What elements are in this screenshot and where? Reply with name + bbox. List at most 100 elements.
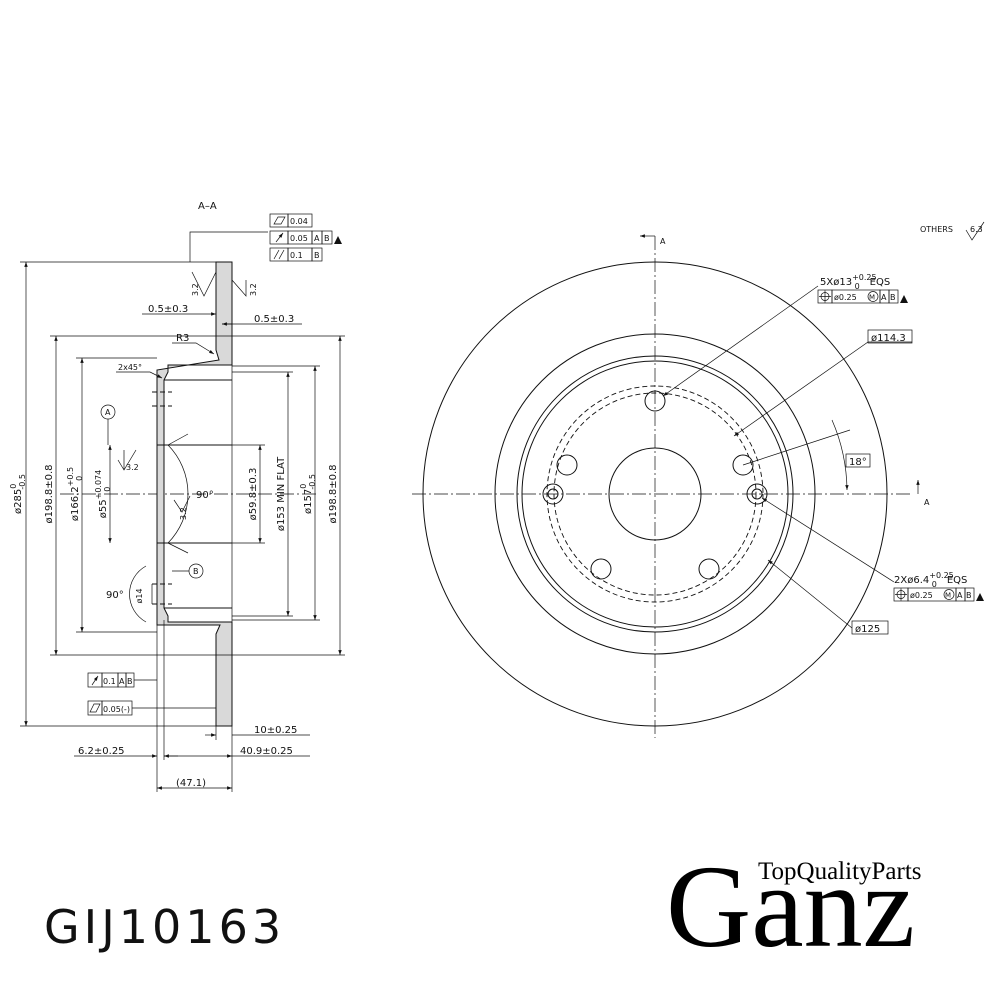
section-marker-top: A bbox=[660, 237, 666, 246]
others-value: 6.3 bbox=[970, 225, 983, 234]
hole-diameter-text: ø14 bbox=[135, 588, 144, 603]
svg-text:A: A bbox=[314, 234, 320, 243]
hole-pcd-circle bbox=[553, 392, 757, 596]
bolt-pcd-circle bbox=[546, 385, 764, 603]
dim-offset-right-text: 0.5±0.3 bbox=[254, 314, 294, 325]
bolt-hole bbox=[556, 454, 578, 476]
others-label: OTHERS bbox=[920, 225, 953, 234]
runout-icon bbox=[91, 675, 99, 686]
friction-inner-edge bbox=[494, 333, 816, 655]
svg-text:3.2: 3.2 bbox=[249, 283, 258, 296]
angle-18-text: 18° bbox=[849, 457, 867, 468]
dim-overall-text: (47.1) bbox=[176, 778, 206, 789]
small-pcd-text: ø125 bbox=[855, 624, 880, 635]
roughness-icon-left bbox=[191, 271, 217, 297]
gdt-bottom-frame-1: 0.1 A B bbox=[87, 672, 157, 688]
svg-text:0.05(-): 0.05(-) bbox=[103, 705, 130, 714]
svg-text:B: B bbox=[966, 591, 972, 600]
svg-text:A: A bbox=[957, 591, 963, 600]
locating-hole bbox=[746, 483, 768, 505]
chamfer-leader bbox=[116, 371, 163, 379]
svg-text:M: M bbox=[869, 294, 875, 302]
svg-text:ø0.25: ø0.25 bbox=[834, 293, 857, 302]
disc-outer-edge bbox=[422, 261, 888, 727]
datum-b-label: B bbox=[193, 567, 199, 576]
angle-upper-text: 90° bbox=[196, 490, 214, 501]
runout-icon bbox=[275, 232, 284, 243]
small-hole-leader bbox=[761, 497, 895, 583]
bolt-hole bbox=[644, 390, 666, 412]
svg-text:3.2: 3.2 bbox=[126, 463, 139, 472]
datum-triangle-icon bbox=[900, 295, 908, 303]
hat-outer-edge bbox=[516, 355, 794, 633]
section-marker-right: A bbox=[924, 498, 930, 507]
roughness-icon-hat bbox=[173, 495, 191, 513]
parallelism-icon bbox=[273, 249, 285, 260]
angle-18-frame bbox=[845, 453, 871, 468]
svg-text:0.05: 0.05 bbox=[290, 234, 308, 243]
bolt-hole bbox=[732, 454, 754, 476]
hat-edge bbox=[521, 360, 789, 628]
pcd-leader bbox=[733, 341, 869, 437]
brand-tagline: TopQualityParts bbox=[758, 858, 922, 885]
fillet-text: R3 bbox=[176, 333, 189, 344]
dim-thickness-text: 10±0.25 bbox=[254, 725, 297, 736]
dim-198-left-text: ø198.8±0.8 bbox=[44, 464, 55, 523]
bolt-hole bbox=[698, 558, 720, 580]
svg-text:0.1: 0.1 bbox=[290, 251, 303, 260]
svg-text:3.2: 3.2 bbox=[191, 283, 200, 296]
chamfer-text: 2x45° bbox=[118, 363, 142, 372]
dim-157-text: ø1570-0.5 bbox=[299, 474, 317, 514]
gdt-bottom-frame-2: 0.05(-) bbox=[87, 700, 216, 716]
pcd-frame bbox=[867, 329, 913, 344]
svg-text:0.04: 0.04 bbox=[290, 217, 308, 226]
dim-55-text: ø55+0.0740 bbox=[94, 470, 112, 518]
svg-text:A: A bbox=[881, 293, 887, 302]
bolt-hole-position-frame: ø0.25 M A B bbox=[817, 289, 908, 304]
bolt-hole bbox=[590, 558, 612, 580]
bolt-holes bbox=[556, 390, 754, 580]
fillet-leader bbox=[172, 342, 215, 355]
gdt-top-leader bbox=[189, 231, 268, 262]
small-hole-position-frame: ø0.25 M A B bbox=[893, 587, 984, 602]
dim-offset-left-text: 0.5±0.3 bbox=[148, 304, 188, 315]
svg-text:B: B bbox=[314, 251, 320, 260]
svg-text:ø0.25: ø0.25 bbox=[910, 591, 933, 600]
center-bore bbox=[608, 447, 702, 541]
svg-text:0.1: 0.1 bbox=[103, 677, 116, 686]
dim-59-text: ø59.8±0.3 bbox=[248, 468, 259, 521]
others-roughness-icon bbox=[965, 221, 985, 241]
bolt-hole-leader bbox=[662, 285, 819, 397]
angle-lower-text: 90° bbox=[106, 590, 124, 601]
small-pcd-frame bbox=[851, 620, 889, 635]
datum-a-label: A bbox=[105, 408, 111, 417]
flatness-icon bbox=[273, 216, 286, 225]
dim-285-text: ø2850-0.5 bbox=[9, 474, 27, 514]
gdt-top-frame: 0.04 0.05 A B 0.1 B bbox=[269, 213, 342, 262]
locating-hole bbox=[542, 483, 564, 505]
angle-18-arc bbox=[831, 419, 849, 491]
datum-triangle-icon bbox=[976, 593, 984, 601]
svg-text:B: B bbox=[890, 293, 896, 302]
small-pcd-leader bbox=[767, 559, 853, 629]
mmc-modifier-icon bbox=[943, 589, 955, 600]
svg-text:A: A bbox=[119, 677, 125, 686]
roughness-icon-right bbox=[231, 279, 247, 297]
roughness-icon-bore bbox=[117, 449, 137, 471]
flatness-icon bbox=[89, 703, 101, 713]
dim-198-right-text: ø198.8±0.8 bbox=[328, 464, 339, 523]
pcd-text: ø114.3 bbox=[871, 333, 906, 344]
dim-hat-thickness-text: 6.2±0.25 bbox=[78, 746, 125, 757]
datum-triangle-icon bbox=[334, 236, 342, 244]
svg-text:M: M bbox=[945, 592, 951, 600]
dim-166-text: ø166.2+0.50 bbox=[66, 467, 84, 521]
locating-holes bbox=[542, 483, 768, 505]
section-label: A–A bbox=[198, 201, 217, 212]
mmc-modifier-icon bbox=[867, 291, 879, 302]
brand-logo: Ganz bbox=[666, 841, 915, 972]
svg-text:B: B bbox=[324, 234, 330, 243]
